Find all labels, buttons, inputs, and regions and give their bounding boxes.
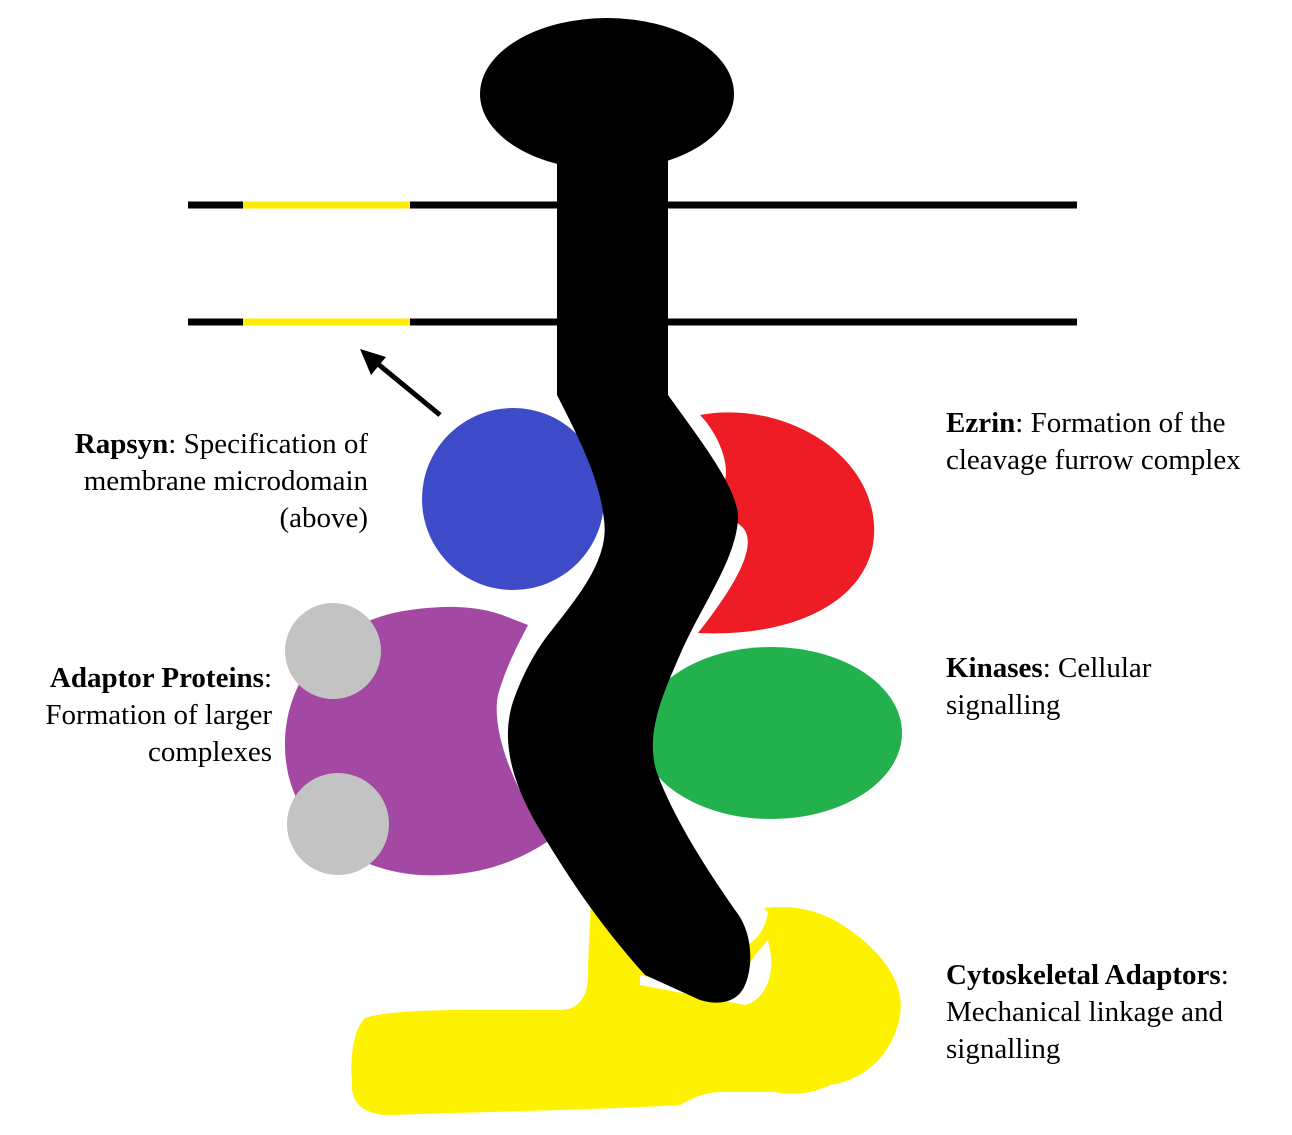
rapsyn-desc-line1: Specification of [184,428,368,460]
ezrin-desc-line2: cleavage furrow complex [946,442,1292,479]
rapsyn-name: Rapsyn [75,428,169,460]
kinases-name: Kinases [946,652,1043,684]
rapsyn-shape [422,408,604,590]
adaptor-desc-line2: complexes [0,734,272,771]
adaptor-sep: : [264,662,272,694]
kinases-label: Kinases: Cellular signalling [946,650,1246,724]
rapsyn-desc-line3: (above) [30,500,368,537]
arrow-to-microdomain [360,349,440,415]
adaptor-subunit-bottom [287,773,389,875]
adaptor-subunit-top [285,603,381,699]
cyto-desc-line1: Mechanical linkage and [946,994,1292,1031]
kinases-shape [640,647,902,819]
cyto-sep: : [1221,959,1229,991]
rapsyn-label: Rapsyn: Specification of membrane microd… [30,426,368,537]
ezrin-sep: : [1015,407,1030,439]
adaptor-proteins-label: Adaptor Proteins: Formation of larger co… [0,660,272,771]
kinases-sep: : [1043,652,1058,684]
rapsyn-sep: : [168,428,183,460]
ezrin-desc-line1: Formation of the [1031,407,1226,439]
ezrin-name: Ezrin [946,407,1015,439]
kinases-desc-line2: signalling [946,687,1246,724]
adaptor-desc-line1: Formation of larger [0,697,272,734]
kinases-desc-line1: Cellular [1058,652,1151,684]
cyto-desc-line2: signalling [946,1031,1292,1068]
cyto-name: Cytoskeletal Adaptors [946,959,1221,991]
cytoskeletal-adaptors-label: Cytoskeletal Adaptors: Mechanical linkag… [946,957,1292,1068]
adaptor-name: Adaptor Proteins [50,662,264,694]
receptor-extracellular-head [480,18,734,170]
ezrin-label: Ezrin: Formation of the cleavage furrow … [946,405,1292,479]
rapsyn-desc-line2: membrane microdomain [30,463,368,500]
